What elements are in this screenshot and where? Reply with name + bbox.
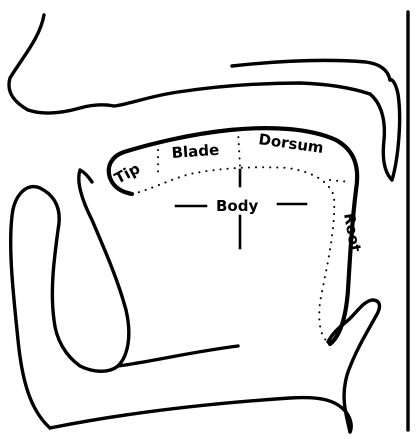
upper-lip-outline <box>9 15 370 113</box>
blade-dorsum-divider <box>238 130 240 166</box>
velum-outline <box>370 80 400 180</box>
lower-lip-outline <box>11 170 129 428</box>
tip-label: Tip <box>111 159 143 187</box>
dorsum-root-divider <box>330 180 350 182</box>
jaw-floor-outline <box>118 346 238 366</box>
root-label: Root <box>340 212 365 254</box>
chin-underside-outline <box>50 398 351 432</box>
tongue-inner-boundary <box>132 167 334 342</box>
body-label: Body <box>216 197 258 215</box>
epiglottis-outline <box>328 300 379 432</box>
blade-label: Blade <box>171 141 220 162</box>
nasal-floor-outline <box>232 60 390 80</box>
